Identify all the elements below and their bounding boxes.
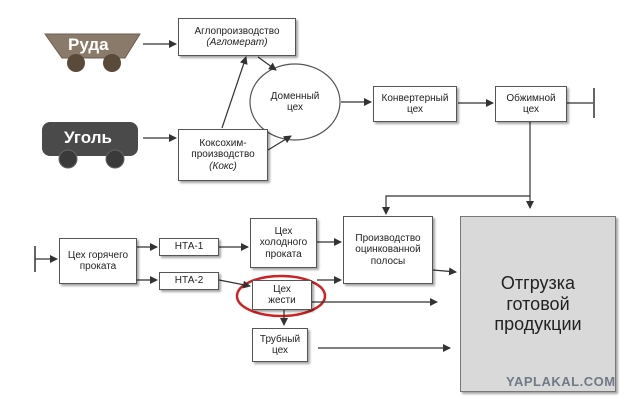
arrow-galv-ship <box>432 267 457 276</box>
coke-node: Коксохим- производство (Кокс) <box>178 129 268 181</box>
nta1-label: НТА-1 <box>174 241 204 253</box>
nta2-node: НТА-2 <box>159 272 219 290</box>
arrow-nta2-tin <box>218 279 251 289</box>
connectors <box>35 40 593 352</box>
sinter-node: Аглопроизводство (Агломерат) <box>178 18 296 56</box>
highlight-ring <box>235 274 327 318</box>
coke-product: (Кокс) <box>209 160 237 172</box>
blooming-label: Обжимной цех <box>506 92 556 116</box>
converter-node: Конвертерный цех <box>373 86 457 122</box>
coal-label: Уголь <box>64 128 112 147</box>
nta1-node: НТА-1 <box>159 238 219 256</box>
pipe-node: Трубный цех <box>252 328 308 362</box>
line-to-galvanized <box>382 195 530 215</box>
blast-furnace-node <box>249 63 341 141</box>
blast-furnace-label: Доменный цех <box>270 90 320 114</box>
sinter-title: Аглопроизводство <box>194 25 280 37</box>
cold-rolling-label: Цех холодного проката <box>259 225 308 260</box>
galvanized-node: Производство оцинкованной полосы <box>343 216 433 284</box>
arrow-sinter-bf <box>257 56 277 71</box>
coke-title: Коксохим- производство <box>191 137 255 161</box>
blast-furnace-label-box: Доменный цех <box>252 82 338 122</box>
hot-rolling-node: Цех горячего проката <box>59 238 137 284</box>
watermark: YAPLAKAL.COM <box>506 374 616 389</box>
galvanized-label: Производство оцинкованной полосы <box>355 232 421 267</box>
pipe-label: Трубный цех <box>259 333 301 357</box>
arrow-coke-bf <box>267 135 292 151</box>
nta2-label: НТА-2 <box>174 275 204 287</box>
sinter-product: (Агломерат) <box>206 37 268 48</box>
cold-rolling-node: Цех холодного проката <box>250 218 317 268</box>
ore-label: Руда <box>68 35 109 54</box>
shipment-node: Отгрузка готовой продукции <box>460 216 616 392</box>
arrow-coke-sinter <box>221 56 248 129</box>
tin-label: Цех жести <box>268 283 296 307</box>
hot-rolling-label: Цех горячего проката <box>67 249 129 273</box>
ore-cart-icon <box>44 33 141 72</box>
coal-cart-icon <box>42 122 138 169</box>
tin-node: Цех жести <box>252 280 312 310</box>
shipment-label: Отгрузка готовой продукции <box>494 272 582 335</box>
converter-label: Конвертерный цех <box>381 92 449 116</box>
blooming-node: Обжимной цех <box>495 86 567 122</box>
